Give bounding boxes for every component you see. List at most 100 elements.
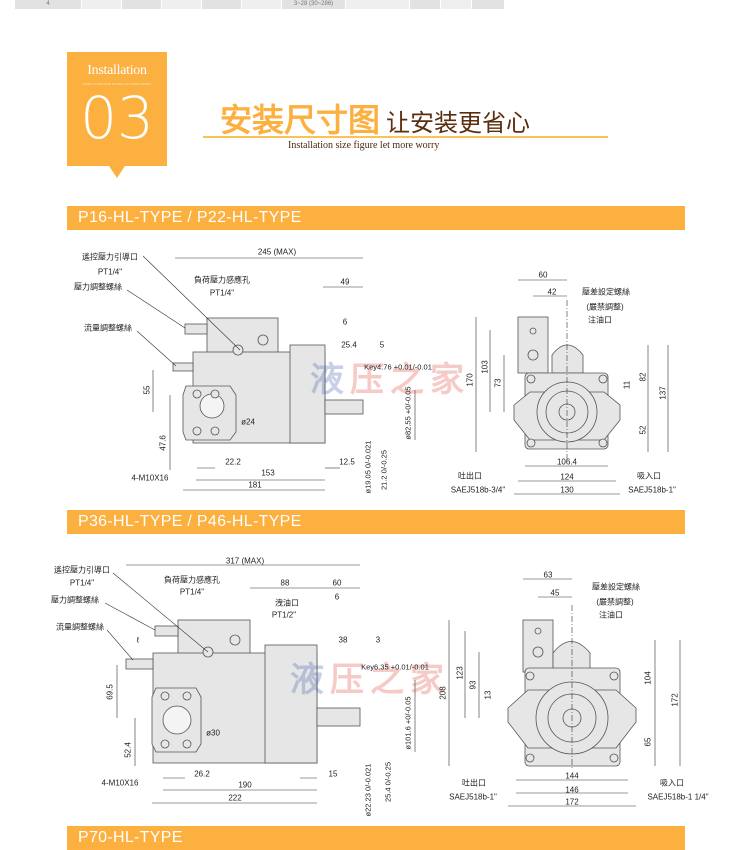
table-cell: 3~28 (30~286): [282, 0, 345, 9]
watermark-logo: 液压之家: [290, 660, 450, 700]
label-key: Key4.76 +0.01/-0.01: [364, 362, 432, 372]
dim-port-dia: ø30: [206, 728, 220, 738]
dim-222: 222: [228, 793, 242, 803]
dim-170: 170: [465, 373, 475, 387]
page-subtitle: Installation size figure let more worry: [288, 140, 440, 151]
label-pressure-screw: 壓力調整螺絲: [74, 282, 122, 292]
spec-table-strip: 4 3~28 (30~286): [15, 0, 509, 9]
dim-69-5: 69.5: [105, 684, 115, 700]
label-remote-port: 遙控壓力引導口: [82, 252, 138, 262]
label-remote-port-size: PT1/4": [69, 578, 95, 588]
dim-63: 63: [543, 570, 553, 580]
label-no-adjust: (嚴禁調整): [586, 302, 624, 312]
dim-47-6: 47.6: [158, 435, 168, 451]
dim-38: 38: [338, 635, 348, 645]
dim-208: 208: [438, 686, 448, 700]
badge-tiny-text: INSTALLATION SIZE FIGURE LET MORE WORRY: [82, 82, 152, 86]
label-remote-port: 遙控壓力引導口: [54, 565, 110, 575]
label-no-adjust: (嚴禁調整): [596, 597, 634, 607]
label-inlet: 吸入口: [637, 471, 661, 481]
label-bolts: 4-M10X16: [101, 778, 139, 788]
dim-shaft-height: 21.2 0/-0.25: [379, 449, 389, 491]
label-diff-screw: 壓差設定螺絲: [592, 582, 640, 592]
label-fill-port: 注油口: [588, 315, 612, 325]
dim-190: 190: [238, 780, 252, 790]
dim-5: 5: [379, 340, 385, 350]
label-outlet-spec: SAEJ518b-3/4": [450, 485, 506, 495]
dim-11: 11: [622, 380, 632, 390]
dim-93: 93: [468, 680, 478, 690]
dim-13: 13: [483, 690, 493, 700]
dim-82: 82: [638, 372, 648, 382]
label-load-port: 負荷壓力感應孔: [164, 575, 220, 585]
table-cell: [202, 0, 241, 9]
dim-181: 181: [248, 480, 262, 490]
section-header-p36-p46: P36-HL-TYPE / P46-HL-TYPE: [67, 510, 685, 534]
table-cell: [122, 0, 161, 9]
badge-number: 03: [80, 84, 154, 152]
label-load-port-size: PT1/4": [209, 288, 235, 298]
label-pressure-screw: 壓力調整螺絲: [51, 595, 99, 605]
dim-52-4: 52.4: [123, 742, 133, 758]
label-outlet: 吐出口: [458, 471, 482, 481]
dim-52: 52: [638, 425, 648, 435]
table-cell: [82, 0, 121, 9]
dim-124: 124: [560, 472, 574, 482]
dim-6: 6: [334, 592, 340, 602]
dim-172-vertical: 172: [670, 693, 680, 707]
table-cell: [162, 0, 201, 9]
table-cell: [472, 0, 504, 9]
badge-label: Installation: [87, 63, 147, 78]
label-inlet-spec: SAEJ518b-1 1/4": [647, 792, 709, 802]
label-fill-port: 注油口: [599, 610, 623, 620]
table-cell: [346, 0, 409, 9]
label-drain-port-size: PT1/2": [271, 610, 297, 620]
dim-104: 104: [643, 671, 653, 685]
dim-146: 146: [565, 785, 579, 795]
label-inlet-spec: SAEJ518b-1": [628, 485, 676, 495]
dim-l: ℓ: [136, 635, 140, 645]
table-cell: [441, 0, 471, 9]
pump-side-view-p36: [125, 619, 361, 764]
dim-73: 73: [493, 378, 503, 388]
table-cell: [242, 0, 281, 9]
label-flow-screw: 流量調整螺絲: [84, 323, 132, 333]
dim-60: 60: [538, 270, 548, 280]
dim-6: 6: [342, 317, 348, 327]
dim-60: 60: [332, 578, 342, 588]
dim-pilot-dia: ø101.6 +0/-0.05: [403, 696, 413, 750]
label-remote-port-size: PT1/4": [97, 267, 123, 277]
label-outlet-spec: SAEJ518b-1": [449, 792, 497, 802]
dim-shaft-dia: ø22.23 0/-0.021: [363, 763, 373, 817]
dim-26-2: 26.2: [194, 769, 210, 779]
label-load-port-size: PT1/4": [179, 587, 205, 597]
dim-shaft-height: 25.4 0/-0.25: [383, 761, 393, 803]
dim-pilot-dia: ø82.55 +0/-0.05: [403, 386, 413, 440]
pump-front-view-p16: [513, 316, 621, 450]
label-diff-screw: 壓差設定螺絲: [582, 287, 630, 297]
dim-42: 42: [547, 287, 557, 297]
dim-45: 45: [550, 588, 560, 598]
label-bolts: 4-M10X16: [131, 473, 169, 483]
dim-shaft-dia: ø19.05 0/-0.021: [363, 440, 373, 494]
watermark-logo: 液压之家: [310, 360, 470, 400]
title-sub: 让安装更省心: [386, 110, 531, 137]
section-number-badge: Installation INSTALLATION SIZE FIGURE LE…: [67, 52, 167, 178]
dim-22-2: 22.2: [225, 457, 241, 467]
page-title: 安装尺寸图让安装更省心: [220, 95, 530, 141]
dim-49: 49: [340, 277, 350, 287]
dim-max-length: 317 (MAX): [225, 556, 265, 566]
table-cell: [410, 0, 440, 9]
label-drain-port: 洩油口: [275, 598, 299, 608]
dim-25-4: 25.4: [341, 340, 357, 350]
label-inlet: 吸入口: [660, 778, 684, 788]
dim-172: 172: [565, 797, 579, 807]
dim-103: 103: [480, 360, 490, 374]
dim-15: 15: [328, 769, 338, 779]
dim-12-5: 12.5: [339, 457, 355, 467]
pump-side-view-p16: [172, 317, 364, 444]
dim-144: 144: [565, 771, 579, 781]
dimension-lines: [104, 255, 681, 807]
dim-55: 55: [142, 385, 152, 395]
